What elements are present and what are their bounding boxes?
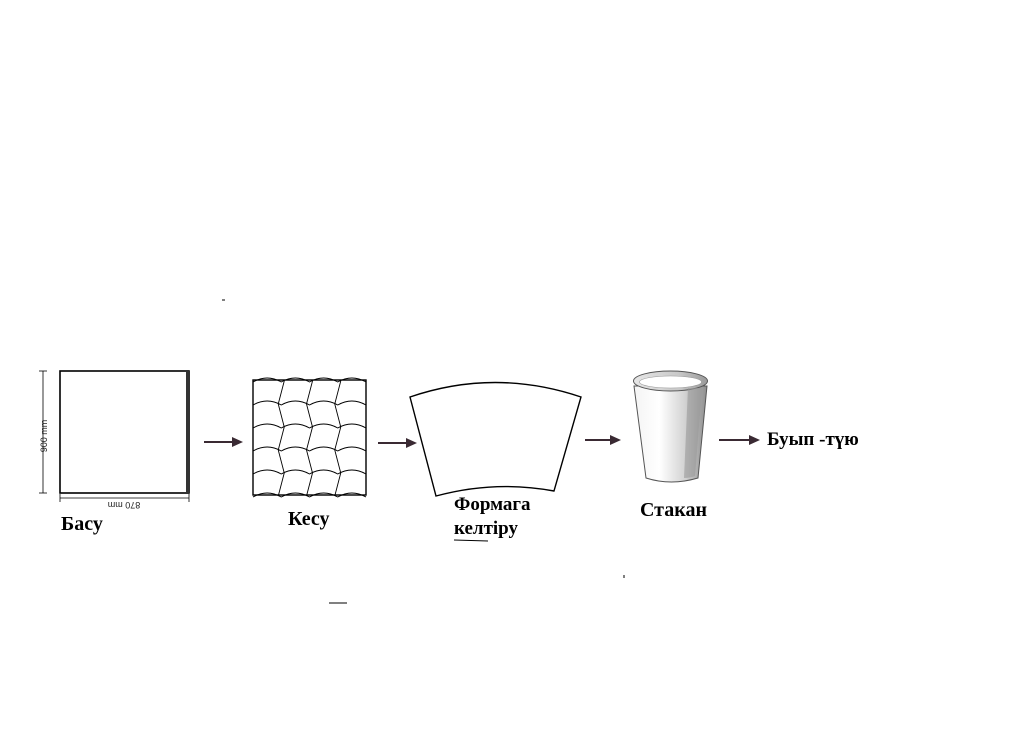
cut-line-horizontal [252, 446, 367, 452]
arrow-3 [585, 435, 621, 445]
arrow-1 [204, 437, 243, 447]
cut-pattern-frame [252, 379, 367, 496]
cut-line-horizontal [252, 469, 367, 475]
cup-figure [633, 370, 708, 483]
cut-line-horizontal [252, 400, 367, 406]
arrows [204, 435, 760, 448]
step-label-formaga: Формага келтіру [454, 493, 531, 541]
sheet-figure: 900 mm 870 mm [39, 370, 190, 510]
cut-line-horizontal [252, 492, 367, 498]
cut-line-vertical [277, 380, 285, 405]
fan-blank-figure [409, 381, 582, 497]
cut-line-vertical [306, 380, 313, 405]
cut-line-vertical [306, 403, 313, 428]
cut-line-vertical [334, 380, 342, 405]
cut-line-vertical [277, 403, 285, 428]
cut-line-vertical [334, 426, 342, 451]
cut-line-vertical [277, 426, 285, 451]
cut-line-vertical [334, 472, 342, 497]
cut-line-vertical [306, 426, 313, 451]
fan-blank-shape [409, 381, 582, 497]
cut-line-vertical [277, 472, 285, 497]
height-dimension-label: 900 mm [39, 420, 49, 453]
step-label-stakan: Стакан [640, 499, 707, 521]
arrow-4 [719, 435, 760, 445]
step-label-buyp: Буып -түю [767, 429, 859, 450]
step-label-formaga-line1: Формага [454, 494, 531, 515]
cut-line-vertical [306, 472, 313, 497]
arrow-2 [378, 438, 417, 448]
cup-shadow [684, 388, 702, 478]
stray-marks [222, 299, 625, 604]
cut-pattern-figure [252, 377, 367, 498]
cut-line-vertical [334, 449, 342, 474]
sheet-edge [186, 371, 189, 493]
width-dimension-label: 870 mm [108, 500, 141, 510]
cut-line-horizontal [252, 377, 367, 383]
step-label-formaga-line2: келтіру [454, 518, 518, 539]
step-label-kesu: Кесу [288, 508, 330, 530]
cut-line-vertical [334, 403, 342, 428]
sheet-rect [59, 370, 190, 494]
cup-opening [639, 375, 702, 389]
cut-line-vertical [277, 449, 285, 474]
cut-line-horizontal [252, 423, 367, 429]
step-label-basu: Басу [61, 513, 103, 535]
cut-line-vertical [306, 449, 313, 474]
